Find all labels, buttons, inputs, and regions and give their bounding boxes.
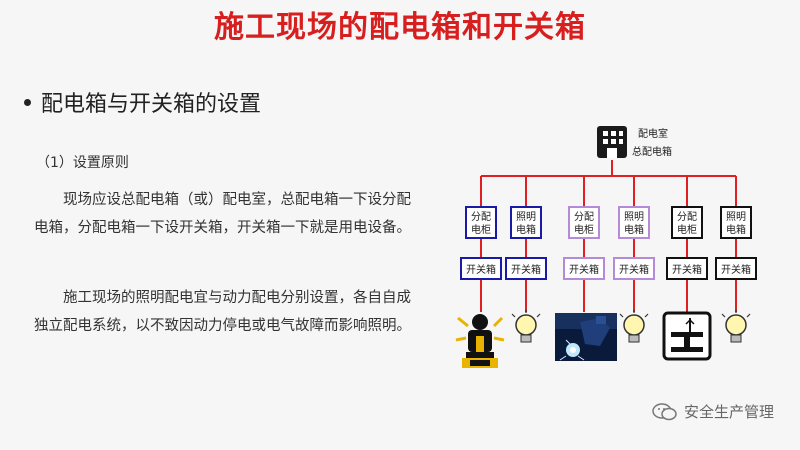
bullet-heading: 配电箱与开关箱的设置 bbox=[24, 86, 261, 118]
bullet-dot bbox=[24, 98, 31, 106]
root-label-1: 配电室 bbox=[638, 127, 668, 140]
distribution-box bbox=[720, 206, 752, 239]
distribution-box-label: 电柜 bbox=[677, 223, 697, 236]
distribution-box-label: 分配 bbox=[677, 211, 697, 223]
switch-box-label: 开关箱 bbox=[569, 263, 599, 276]
distribution-box-label: 电柜 bbox=[471, 223, 491, 236]
distribution-box-label: 分配 bbox=[574, 211, 594, 223]
building-icon bbox=[597, 126, 627, 158]
paragraph-2: 施工现场的照明配电宜与动力配电分别设置，各自自成独立配电系统，以不致因动力停电或… bbox=[34, 290, 411, 334]
switch-box bbox=[563, 257, 605, 280]
light-bulb-icon bbox=[511, 310, 541, 343]
distribution-box-label: 电箱 bbox=[624, 223, 644, 236]
branch-boxes: 分配电柜开关箱照明电箱开关箱分配电柜开关箱照明电箱开关箱分配电柜开关箱照明电箱开… bbox=[460, 206, 757, 280]
distribution-box-label: 电柜 bbox=[574, 223, 594, 236]
wechat-icon bbox=[652, 402, 677, 420]
distribution-box bbox=[510, 206, 542, 239]
root-label-2: 总配电箱 bbox=[632, 145, 672, 158]
distribution-box-label: 照明 bbox=[726, 211, 746, 223]
light-bulb-icon bbox=[721, 310, 751, 343]
switch-box-label: 开关箱 bbox=[721, 263, 751, 276]
switch-box bbox=[613, 257, 655, 280]
connector-lines bbox=[480, 160, 737, 312]
distribution-box-label: 照明 bbox=[624, 211, 644, 223]
switch-box-label: 开关箱 bbox=[511, 263, 541, 276]
switch-box bbox=[460, 257, 502, 280]
slide-title: 施工现场的配电箱和开关箱 bbox=[214, 10, 586, 45]
distribution-box-label: 照明 bbox=[516, 211, 536, 223]
switch-box bbox=[715, 257, 757, 280]
distribution-box-label: 分配 bbox=[471, 211, 491, 223]
worker-with-drill-icon bbox=[455, 312, 505, 368]
light-bulb-icon bbox=[619, 310, 649, 343]
watermark-text: 安全生产管理 bbox=[683, 403, 774, 421]
distribution-box bbox=[568, 206, 600, 239]
switch-box-label: 开关箱 bbox=[672, 263, 702, 276]
watermark: 安全生产管理 bbox=[652, 401, 774, 422]
distribution-box-label: 电箱 bbox=[726, 223, 746, 236]
switch-box-label: 开关箱 bbox=[619, 263, 649, 276]
distribution-box bbox=[465, 206, 497, 239]
paragraph-1: 现场应设总配电箱（或）配电室，总配电箱一下设分配电箱，分配电箱一下设开关箱，开关… bbox=[34, 192, 411, 236]
distribution-box bbox=[671, 206, 703, 239]
switch-box bbox=[666, 257, 708, 280]
section-title: （1）设置原则 bbox=[36, 155, 129, 171]
bullet-heading-text: 配电箱与开关箱的设置 bbox=[41, 92, 262, 117]
distribution-box-label: 电箱 bbox=[516, 223, 536, 236]
switch-box-label: 开关箱 bbox=[466, 263, 496, 276]
welder-photo-icon bbox=[555, 313, 617, 361]
steel-beam-hoist-icon bbox=[662, 311, 712, 361]
switch-box bbox=[505, 257, 547, 280]
distribution-box bbox=[618, 206, 650, 239]
